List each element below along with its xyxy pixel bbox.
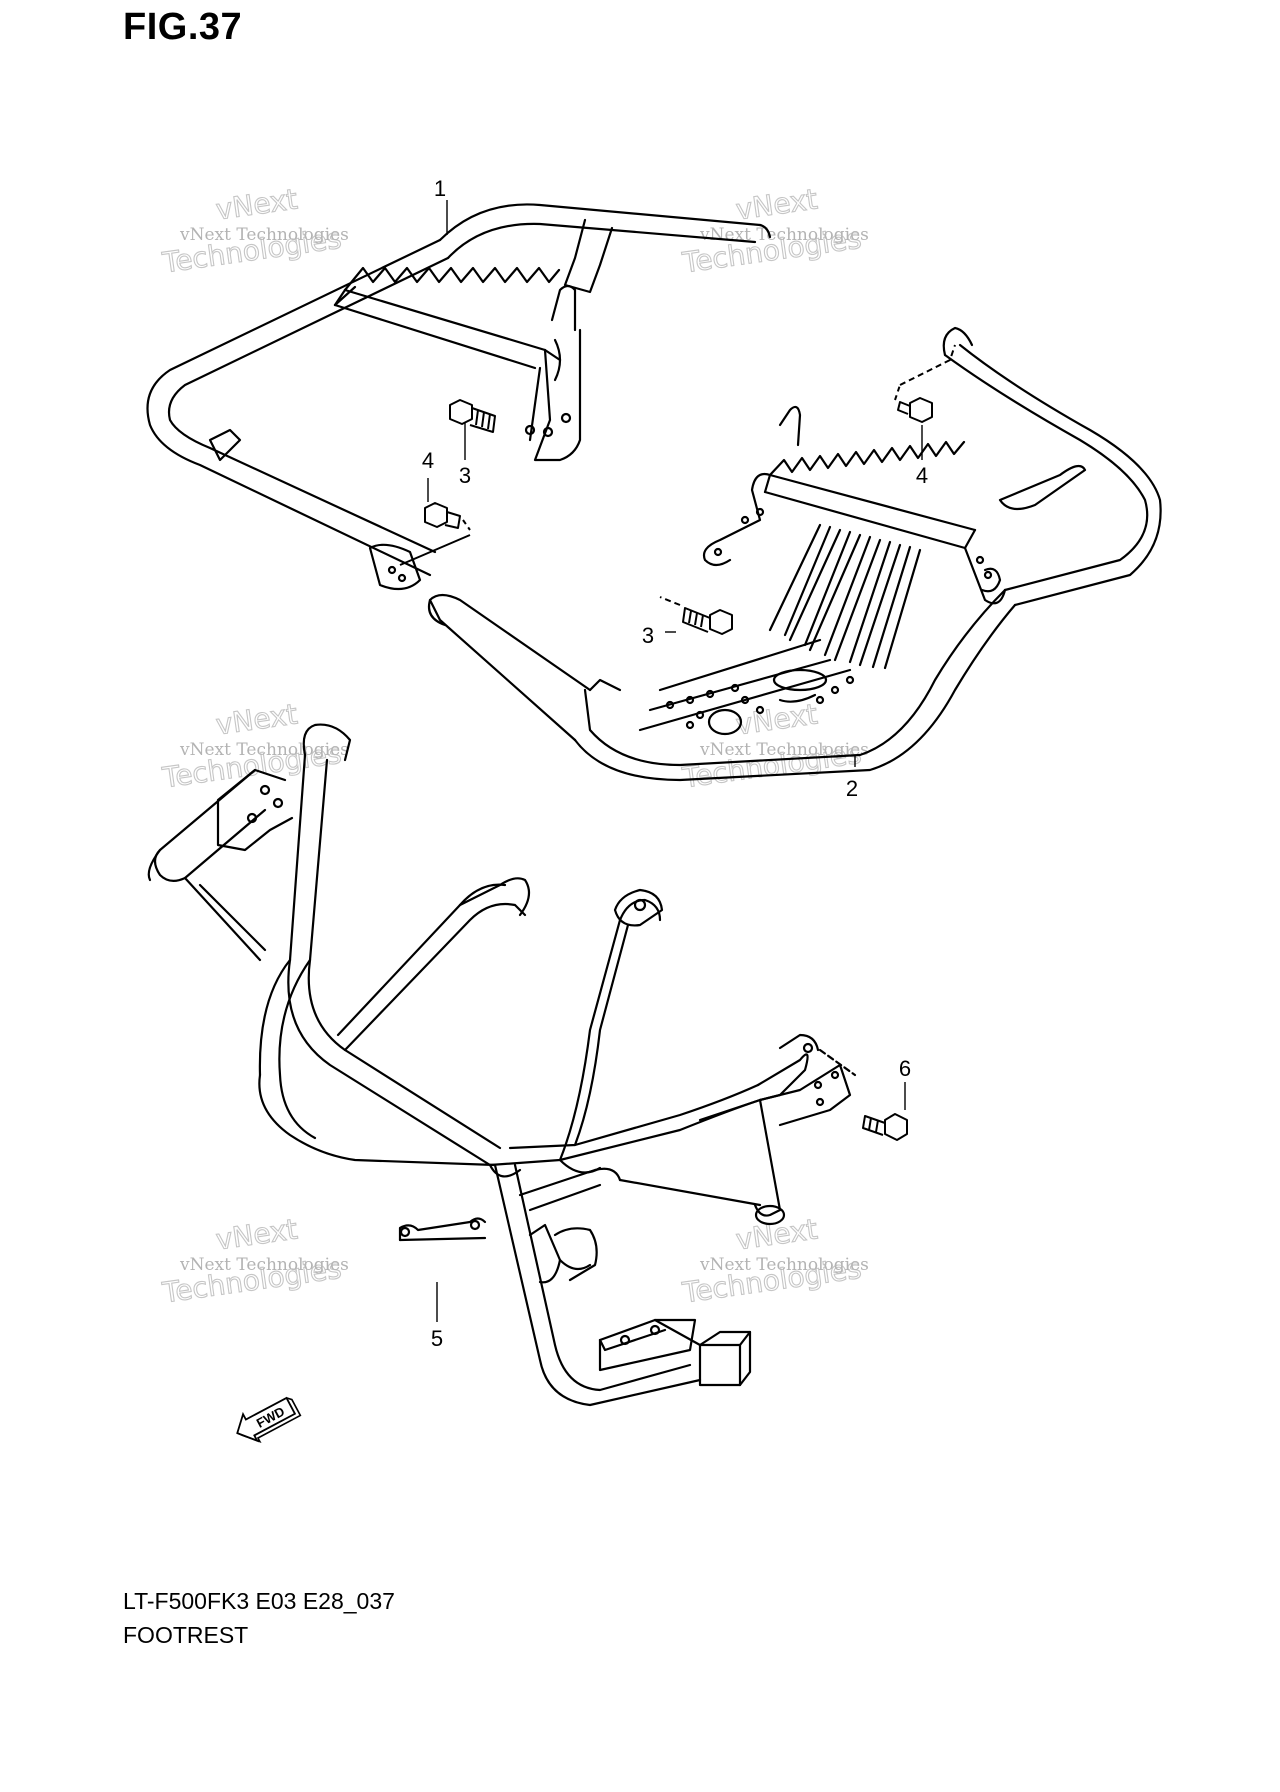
leader-lines	[427, 200, 923, 1322]
model-code: LT-F500FK3 E03 E28_037	[123, 1588, 395, 1614]
watermark-line: vNext Technologies	[179, 225, 349, 245]
watermark: vNext Technologies Technologies vNext	[679, 697, 869, 795]
watermark-outline: vNext	[734, 697, 820, 741]
watermark: vNext Technologies Technologies vNext	[159, 1212, 349, 1310]
part-1-footrest-bracket-left[interactable]	[146, 203, 772, 591]
part-5-footrest-frame[interactable]	[147, 723, 857, 1407]
watermark-outline: vNext	[214, 697, 300, 741]
callout-6[interactable]: 6	[899, 1056, 911, 1081]
part-4-bolt-left[interactable]	[399, 502, 471, 566]
watermark-outline: vNext	[734, 1212, 820, 1256]
part-3-bolt-upper[interactable]	[449, 399, 496, 433]
watermark-layer: vNext Technologies Technologies vNext vN…	[159, 182, 869, 1310]
callout-3[interactable]: 3	[642, 623, 654, 648]
callout-2[interactable]: 2	[846, 776, 858, 801]
part-4-bolt-right[interactable]	[894, 344, 956, 423]
watermark: vNext Technologies Technologies vNext	[159, 182, 349, 280]
watermark: vNext Technologies Technologies vNext	[679, 1212, 869, 1310]
callout-4[interactable]: 4	[422, 448, 434, 473]
callout-5[interactable]: 5	[431, 1326, 443, 1351]
callout-3[interactable]: 3	[459, 463, 471, 488]
watermark-outline: vNext	[214, 1212, 300, 1256]
watermark-line: vNext Technologies	[699, 1255, 869, 1275]
watermark-line: vNext Technologies	[179, 740, 349, 760]
watermark: vNext Technologies Technologies vNext	[159, 697, 349, 795]
watermark-line: vNext Technologies	[699, 740, 869, 760]
fwd-arrow-icon: FWD	[236, 1396, 302, 1443]
callout-1[interactable]: 1	[434, 176, 446, 201]
part-3-bolt-lower[interactable]	[659, 596, 733, 635]
part-2-footrest-right-with-plate[interactable]	[427, 326, 1162, 782]
section-name: FOOTREST	[123, 1622, 249, 1648]
part-6-bolt[interactable]	[862, 1113, 908, 1141]
watermark-outline: vNext	[214, 182, 300, 226]
callout-4[interactable]: 4	[916, 463, 928, 488]
watermark-line: vNext Technologies	[179, 1255, 349, 1275]
watermark-outline: vNext	[734, 182, 820, 226]
watermark: vNext Technologies Technologies vNext	[679, 182, 869, 280]
figure-title: FIG.37	[123, 6, 243, 48]
